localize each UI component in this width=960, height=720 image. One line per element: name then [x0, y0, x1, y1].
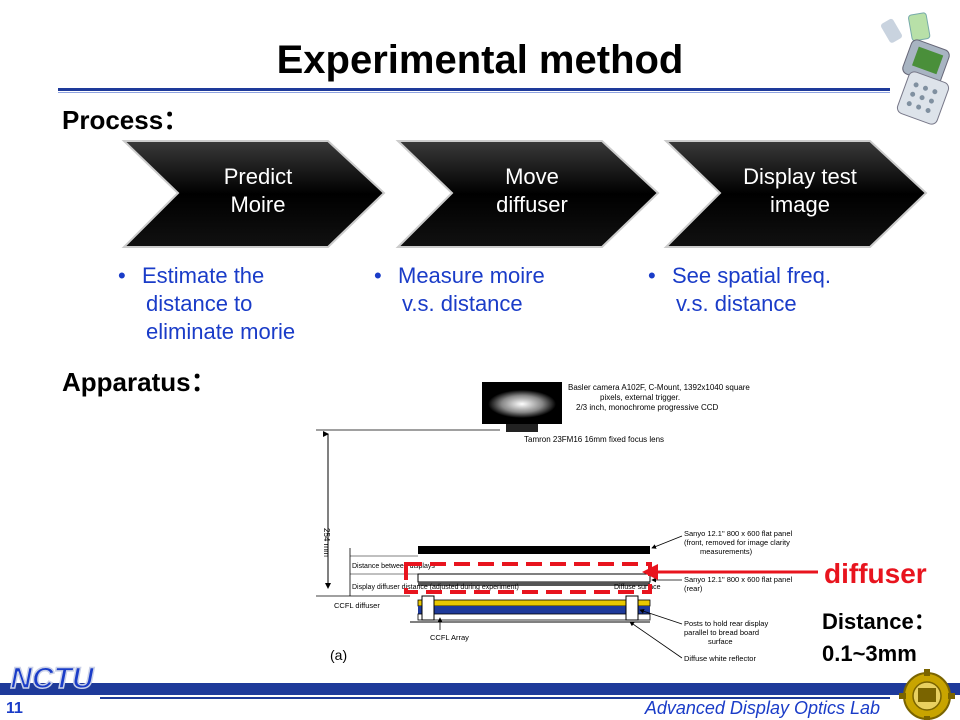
diagram-caption: (a) [330, 647, 347, 663]
bullet-line1: See spatial freq. [672, 263, 831, 288]
gear-seal-icon [899, 669, 955, 720]
step-label-line1: Move [505, 164, 559, 189]
bullet-line3: eliminate morie [146, 319, 296, 344]
chevron-arrow-shape [395, 140, 660, 248]
rear-panel-line1: Sanyo 12.1" 800 x 600 flat panel [684, 575, 792, 584]
camera-spec-line1: Basler camera A102F, C-Mount, 1392x1040 … [568, 383, 750, 392]
front-panel-line3: measurements) [700, 547, 753, 556]
step-bullet-move: • Measure moire v.s. distance [374, 262, 624, 318]
front-panel-line2: (front, removed for image clarity [684, 538, 790, 547]
chevron-arrow-shape [121, 140, 386, 248]
distance-range-label: Distance： 0.1~3mm [822, 606, 936, 670]
step-bullet-predict: • Estimate the distance to eliminate mori… [118, 262, 368, 346]
display-diffuser [417, 573, 651, 583]
diffuse-surface-label: Diffuse surface [614, 584, 661, 591]
distance-line1: Distance： [822, 609, 936, 634]
reflector-label: Diffuse white reflector [684, 654, 756, 663]
camera-spec-line3: 2/3 inch, monochrome progressive CCD [576, 403, 719, 412]
logo-text: NCTU [10, 662, 95, 695]
diffuse-white-reflector [417, 613, 651, 621]
distance-between-displays: Distance between displays [352, 563, 435, 570]
step-label-line2: image [770, 192, 830, 217]
bullet-dot-icon: • [648, 263, 656, 288]
support-post-left [421, 595, 435, 621]
step-label-line2: diffuser [496, 192, 568, 217]
slide-title: Experimental method [276, 38, 684, 82]
lab-name: Advanced Display Optics Lab [644, 698, 880, 718]
apparatus-heading: Apparatus： [62, 367, 217, 397]
step-label-line1: Predict [223, 164, 293, 189]
apparatus-diagram: Basler camera A102F, C-Mount, 1392x1040 … [316, 382, 792, 663]
support-post-right [625, 595, 639, 621]
diffuser-highlight-box [404, 562, 652, 594]
lens-barrel [506, 424, 538, 432]
height-dimension: 254 mm [322, 528, 331, 557]
step-label-line1: Display test [743, 164, 857, 189]
process-step-move-diffuser: Move diffuser [392, 137, 662, 250]
process-step-predict-moire: Predict Moire [118, 137, 388, 250]
footer-bar [0, 683, 960, 695]
ccfl-diffuser-label: CCFL diffuser [334, 601, 380, 610]
ccfl-array-label: CCFL Array [430, 633, 469, 642]
title-underline-thin [58, 92, 890, 93]
bullet-dot-icon: • [118, 263, 126, 288]
front-flat-panel [418, 546, 650, 554]
bullet-line1: Measure moire [398, 263, 545, 288]
page-number: 11 [6, 700, 23, 717]
chevron-arrow-shape [663, 140, 928, 248]
nctu-logo-icon: NCTU [10, 661, 96, 696]
footer-rule [100, 697, 890, 699]
title-underline [58, 88, 890, 91]
front-panel-line1: Sanyo 12.1" 800 x 600 flat panel [684, 529, 792, 538]
lens-spec: Tamron 23FM16 16mm fixed focus lens [524, 435, 664, 444]
posts-line2: parallel to bread board [684, 628, 759, 637]
bullet-line2: distance to [146, 291, 253, 316]
camera-lens-icon [488, 390, 556, 418]
rear-panel-line2: (rear) [684, 584, 703, 593]
camera-spec-line2: pixels, external trigger. [600, 393, 680, 402]
diffuser-label: diffuser [824, 558, 927, 589]
display-diffuser-distance: Display diffuser distance (adjusted duri… [352, 584, 519, 591]
posts-line1: Posts to hold rear display [684, 619, 768, 628]
bullet-dot-icon: • [374, 263, 382, 288]
process-step-display-test-image: Display test image [660, 137, 930, 250]
step-bullet-display: • See spatial freq. v.s. distance [648, 262, 898, 318]
bullet-line1: Estimate the [142, 263, 265, 288]
distance-line2: 0.1~3mm [822, 641, 917, 666]
process-heading: Process： [62, 105, 190, 135]
rear-flat-panel [418, 582, 650, 586]
ccfl-array [418, 606, 650, 614]
bullet-line2: v.s. distance [402, 291, 523, 316]
step-label-line2: Moire [230, 192, 286, 217]
bullet-line2: v.s. distance [676, 291, 797, 316]
posts-line3: surface [708, 637, 733, 646]
diffuser-arrow-icon [642, 564, 818, 580]
ccfl-diffuser [417, 599, 651, 607]
mobile-phone-icon [881, 12, 950, 125]
